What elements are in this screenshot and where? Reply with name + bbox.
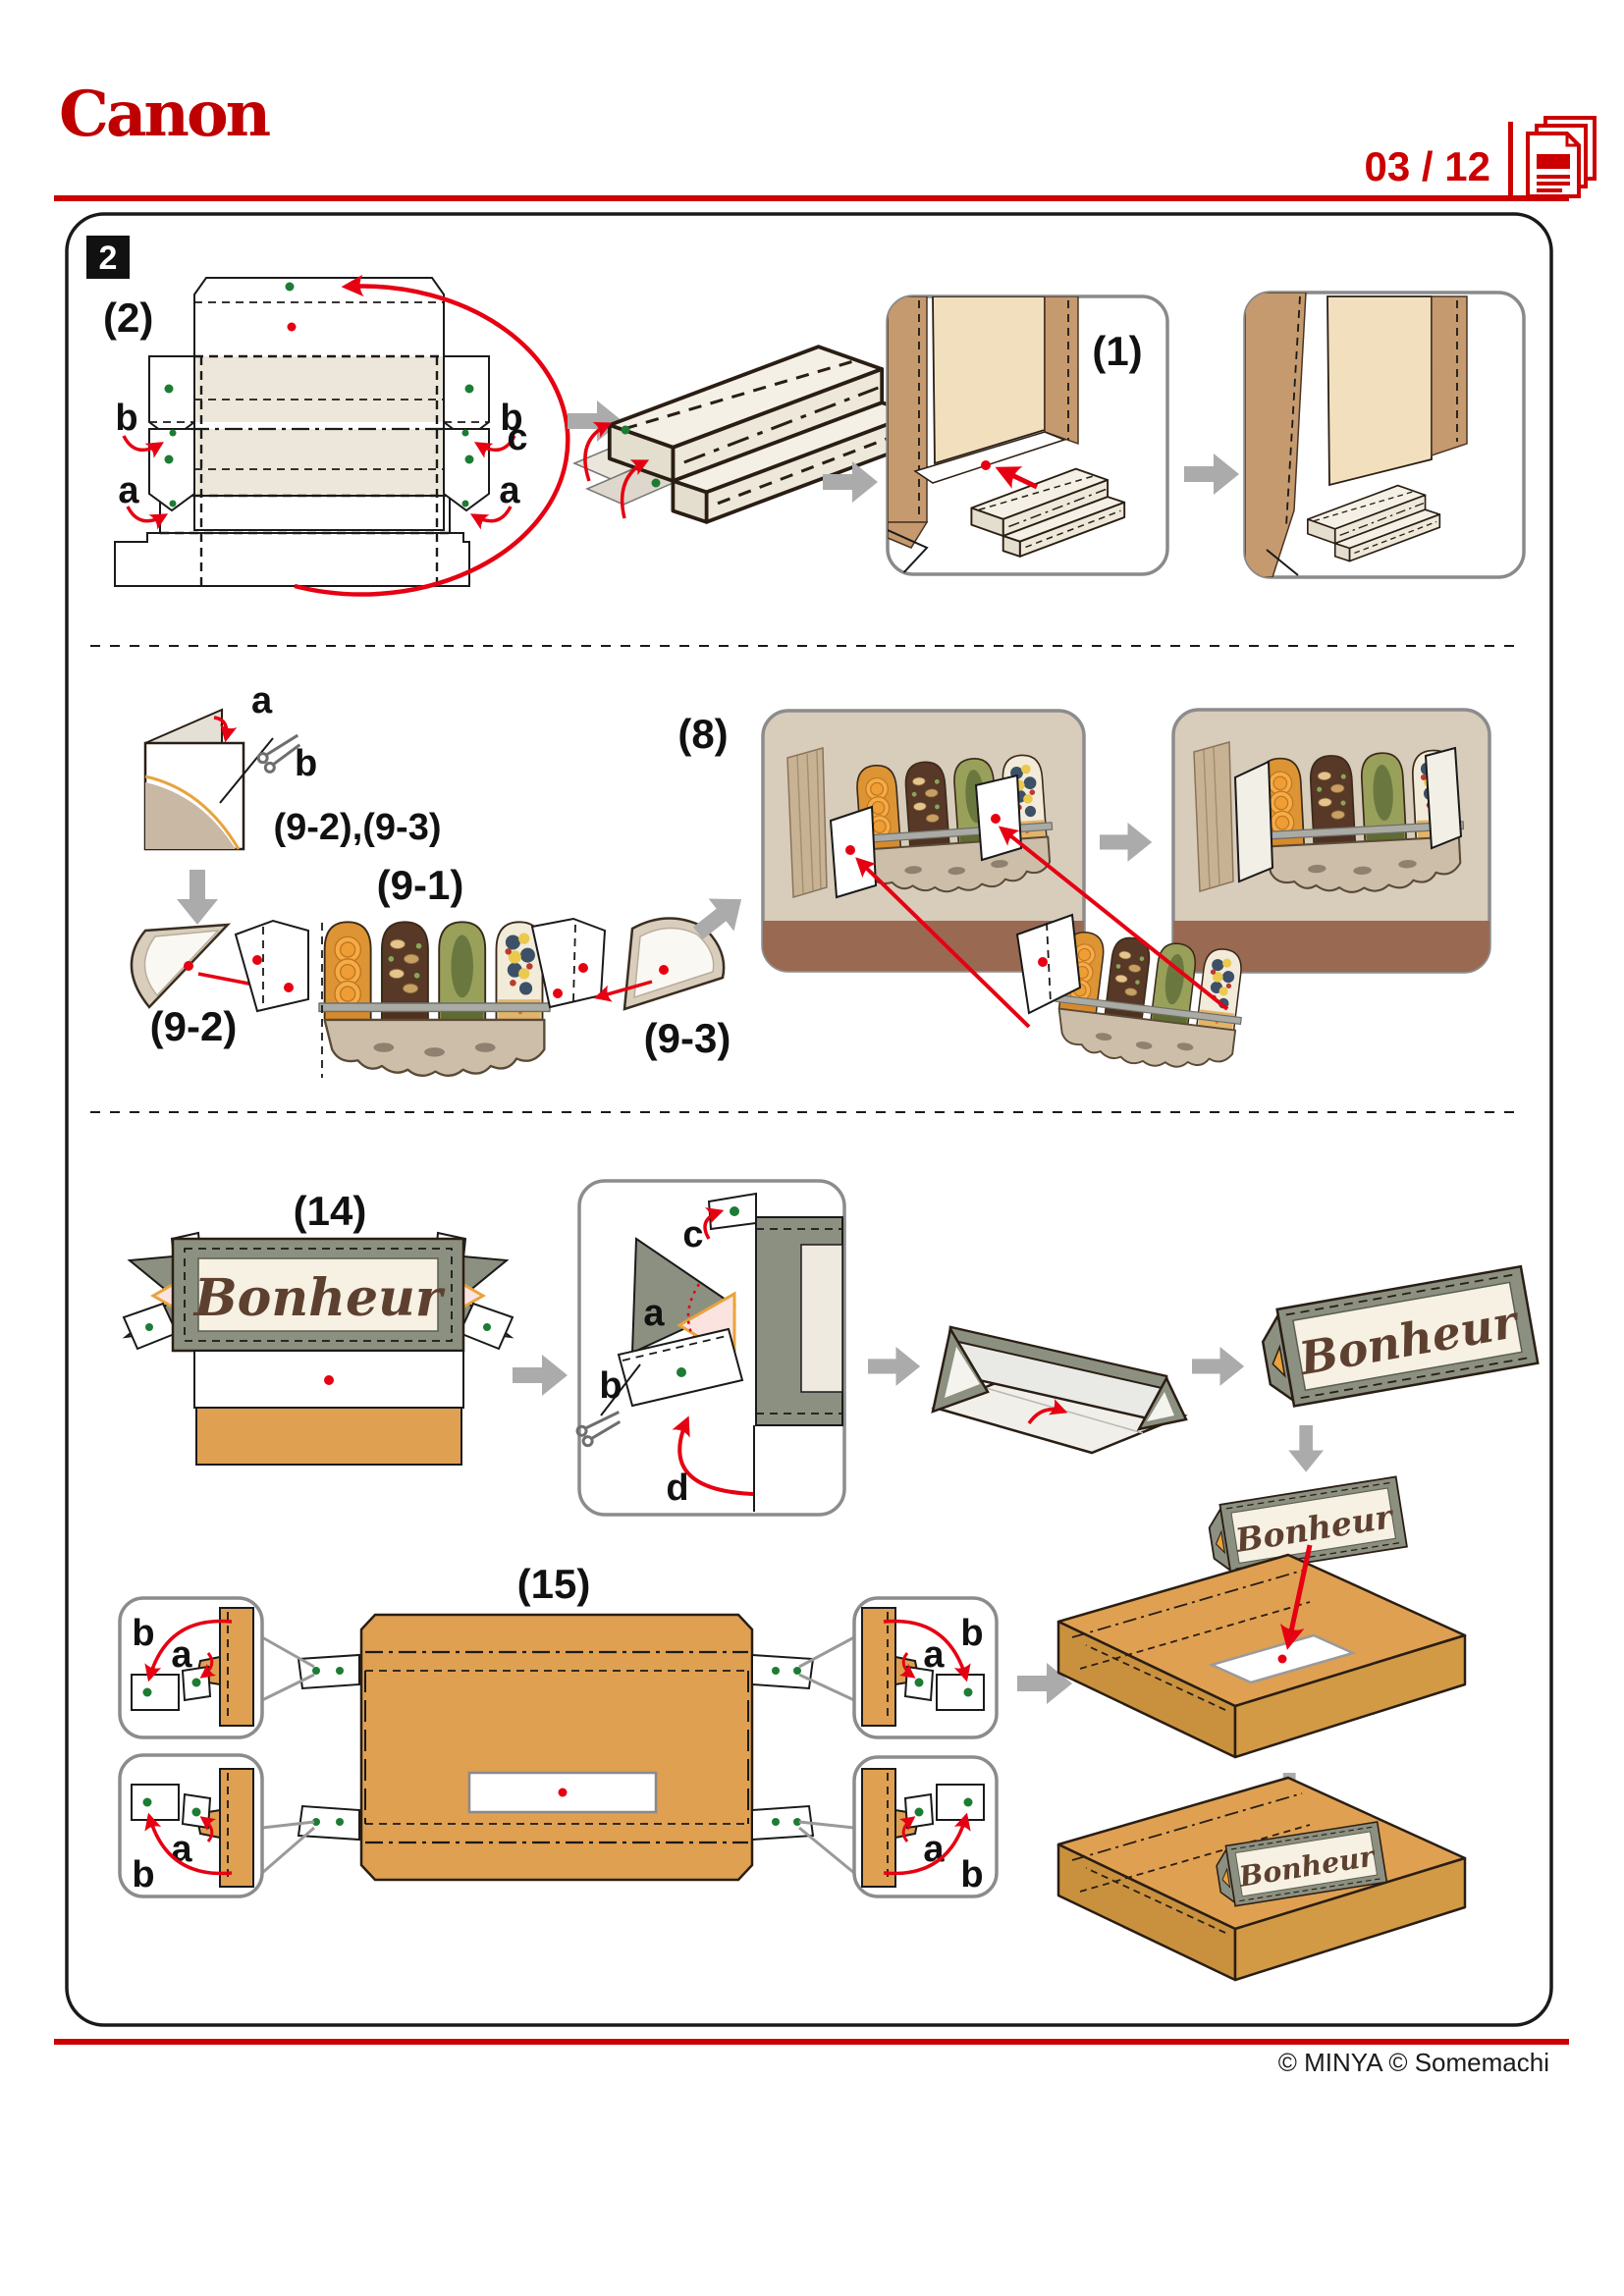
flow-arrow-down-2	[1288, 1425, 1324, 1472]
label-detail-b: b	[599, 1365, 622, 1407]
panel-part1-before: (1)	[886, 294, 1169, 576]
label-part9-2-3: (9-2),(9-3)	[273, 807, 441, 848]
header-divider	[1508, 122, 1513, 198]
flow-arrow-4	[1100, 823, 1153, 862]
label-15-a3: a	[923, 1634, 945, 1676]
diagram-part2-template: (2) b b a a c	[103, 274, 570, 597]
callout-15-topright: b a	[798, 1596, 999, 1739]
label-detail-c: c	[682, 1214, 703, 1255]
footer-rule	[54, 2039, 1569, 2045]
step-badge	[86, 236, 130, 279]
panel-part14-detail: c a b d	[571, 1179, 846, 1517]
label-15-b2: b	[132, 1854, 154, 1896]
diagram-sign-folding	[931, 1325, 1188, 1455]
page-number: 03 / 12	[1365, 143, 1490, 189]
sign-text-template: Bonheur	[192, 1268, 446, 1328]
label-15-a1: a	[171, 1634, 192, 1676]
callout-15-bottomright: a b	[798, 1755, 999, 1898]
panel-part8-after	[1171, 708, 1491, 974]
label-b-left: b	[115, 398, 137, 439]
flow-arrow-7	[1192, 1347, 1245, 1386]
label-part9-3: (9-3)	[644, 1015, 731, 1061]
flow-arrow-5	[513, 1355, 568, 1396]
flow-arrow-down-1	[177, 870, 218, 925]
diagram-part9-assembly: (9-1) (9-2) (9-3)	[130, 862, 731, 1078]
flow-arrow-6	[868, 1347, 921, 1386]
label-a-right: a	[499, 470, 520, 511]
glue-dots	[164, 282, 474, 507]
label-detail-d: d	[666, 1468, 688, 1509]
canon-logo: Canon	[59, 78, 271, 151]
label-part1: (1)	[1092, 328, 1142, 374]
flow-arrow-3	[1184, 454, 1239, 495]
header: Canon 03 / 12	[54, 78, 1597, 201]
fold-arrows	[122, 435, 516, 530]
label-part8: (8)	[677, 711, 728, 757]
label-15-b3: b	[960, 1613, 983, 1654]
diagram-fold-cut: a b (9-2),(9-3)	[143, 680, 442, 851]
sign-assembled	[1256, 1264, 1540, 1412]
label-fold-a: a	[251, 680, 273, 721]
label-15-b4: b	[960, 1854, 983, 1896]
roll-arrow-c	[294, 274, 570, 597]
label-detail-a: a	[643, 1293, 665, 1334]
diagram-part15-template: (15)	[297, 1561, 815, 1882]
diagram-part14-template: (14) Bonheur	[122, 1188, 514, 1466]
diagram-tray-piece	[855, 826, 1251, 1077]
diagram-box-slot	[1056, 1544, 1467, 1759]
footer: © MINYA © Somemachi	[54, 2039, 1569, 2077]
callout-15-topleft: b a	[118, 1596, 315, 1739]
label-a-left: a	[118, 470, 139, 511]
copyright: © MINYA © Somemachi	[1278, 2048, 1549, 2077]
label-part14: (14)	[294, 1188, 367, 1234]
label-part9-2: (9-2)	[150, 1003, 238, 1049]
label-part15: (15)	[517, 1561, 591, 1607]
step-number: 2	[99, 240, 118, 277]
label-part2: (2)	[103, 294, 153, 341]
content-frame	[65, 212, 1553, 2027]
label-part9-1: (9-1)	[377, 862, 464, 908]
label-b-right: b	[500, 398, 522, 439]
label-15-b1: b	[132, 1613, 154, 1654]
label-c: c	[507, 417, 527, 458]
callout-15-bottomleft: a b	[118, 1753, 315, 1898]
panel-part1-after	[1243, 291, 1526, 579]
label-cut-b: b	[295, 743, 317, 784]
diagram-folded-stair	[572, 318, 999, 524]
pages-icon	[1526, 116, 1597, 198]
header-rule	[54, 195, 1569, 201]
diagram-final-assembly	[1056, 1776, 1467, 1982]
